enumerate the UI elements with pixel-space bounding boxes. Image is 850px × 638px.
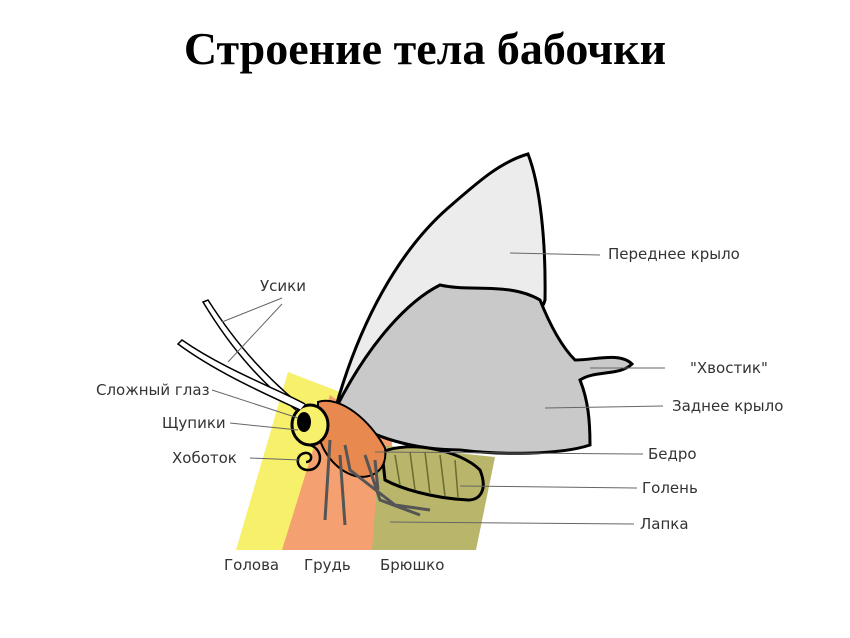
- label-proboscis: Хоботок: [172, 449, 237, 467]
- label-abdomen: Брюшко: [380, 556, 444, 574]
- label-hindwing: Заднее крыло: [672, 397, 783, 415]
- label-femur: Бедро: [648, 445, 697, 463]
- pointer-lines: [211, 252, 665, 525]
- label-tail: "Хвостик": [690, 359, 768, 377]
- label-tibia: Голень: [642, 479, 698, 497]
- antenna-right: [176, 339, 306, 411]
- label-palps: Щупики: [162, 414, 226, 432]
- proboscis-spiral: [296, 443, 322, 472]
- label-antennae: Усики: [260, 277, 306, 295]
- label-compound-eye: Сложный глаз: [96, 381, 210, 399]
- label-head: Голова: [224, 556, 279, 574]
- label-tarsus: Лапка: [640, 515, 689, 533]
- page-title: Строение тела бабочки: [183, 23, 667, 74]
- hindwing-shape: [333, 283, 635, 455]
- label-thorax: Грудь: [304, 556, 351, 574]
- label-forewing: Переднее крыло: [608, 245, 740, 263]
- compound-eye: [297, 412, 311, 432]
- legs: [323, 439, 431, 526]
- abdomen-stripes: [394, 451, 459, 498]
